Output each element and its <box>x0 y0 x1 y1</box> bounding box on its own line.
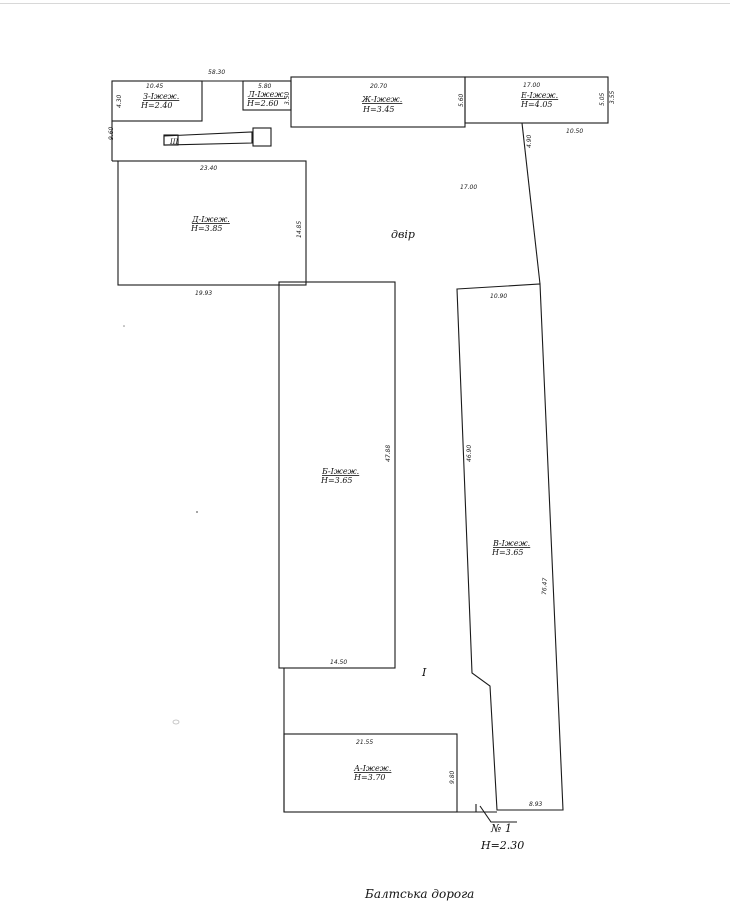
dim-76-47: 76.47 <box>541 577 549 595</box>
yard-label: двір <box>391 228 415 241</box>
building-b-name: Б-Іжеж. <box>321 467 359 476</box>
plot-number-leader <box>479 805 517 823</box>
dim-58-30: 58.30 <box>208 69 225 76</box>
scan-speck <box>172 719 180 725</box>
building-d-name: Д-Іжеж. <box>191 215 230 224</box>
dim-3-55: 3.55 <box>609 90 616 104</box>
annex-hatch-box <box>163 134 179 146</box>
dim-5-80: 5.80 <box>258 83 272 90</box>
dim-19-93: 19.93 <box>195 290 212 297</box>
dim-47-88: 47.88 <box>385 445 392 462</box>
top-divider-line <box>0 3 730 4</box>
building-a-name: А-Іжеж. <box>353 764 391 773</box>
building-b-height: Н=3.65 <box>320 476 353 485</box>
dim-23-40: 23.40 <box>200 165 217 172</box>
dim-10-50: 10.50 <box>566 128 583 135</box>
scan-speck <box>196 511 198 513</box>
plot-height: Н=2.30 <box>480 839 524 852</box>
building-zh-name: Ж-Іжеж. <box>361 95 402 104</box>
building-z-name: З-Іжеж. <box>143 92 179 101</box>
courtyard-numeral: I <box>421 666 427 679</box>
building-a-height: Н=3.70 <box>353 773 386 782</box>
building-a-outline <box>283 733 458 813</box>
annex-marker-label: III <box>169 138 179 146</box>
scan-speck <box>123 325 125 327</box>
building-e-outline <box>464 76 609 124</box>
dim-17-00-top: 17.00 <box>523 82 540 89</box>
dim-21-55: 21.55 <box>356 739 373 746</box>
street-name: Балтська дорога <box>364 887 474 901</box>
dim-5-60: 5.60 <box>458 93 465 107</box>
building-v-height: Н=3.65 <box>491 548 524 557</box>
dim-4-90: 4.90 <box>526 134 533 148</box>
building-d-height: Н=3.85 <box>190 224 223 233</box>
building-l-name: Л-Іжеж. <box>247 90 286 99</box>
dim-17-00-yard: 17.00 <box>460 184 477 191</box>
building-z-height: Н=2.40 <box>140 101 173 110</box>
dim-9-80: 9.80 <box>449 770 456 784</box>
dim-4-30: 4.30 <box>116 94 123 108</box>
dim-10-90: 10.90 <box>490 293 507 300</box>
building-zh-height: Н=3.45 <box>362 105 395 114</box>
dim-3-50: 3.50 <box>284 91 291 105</box>
plot-number: № 1 <box>490 822 512 835</box>
dim-5-05: 5.05 <box>599 92 606 106</box>
building-l-height: Н=2.60 <box>246 99 279 108</box>
dim-8-93: 8.93 <box>529 801 543 808</box>
lot-boundary-right <box>521 122 541 285</box>
dim-10-45: 10.45 <box>146 83 163 90</box>
building-e-name: Е-Іжеж. <box>520 91 558 100</box>
dim-9-60: 9.60 <box>108 126 115 140</box>
building-z-outline <box>111 80 203 122</box>
dim-20-70: 20.70 <box>370 83 387 90</box>
dim-46-90: 46.90 <box>466 445 473 462</box>
annex-square-outline <box>252 127 272 147</box>
dim-14-50: 14.50 <box>330 659 347 666</box>
dim-14-85: 14.85 <box>296 221 303 238</box>
building-e-height: Н=4.05 <box>520 100 553 109</box>
building-v-name: В-Іжеж. <box>492 539 530 548</box>
building-b-outline <box>278 281 396 669</box>
